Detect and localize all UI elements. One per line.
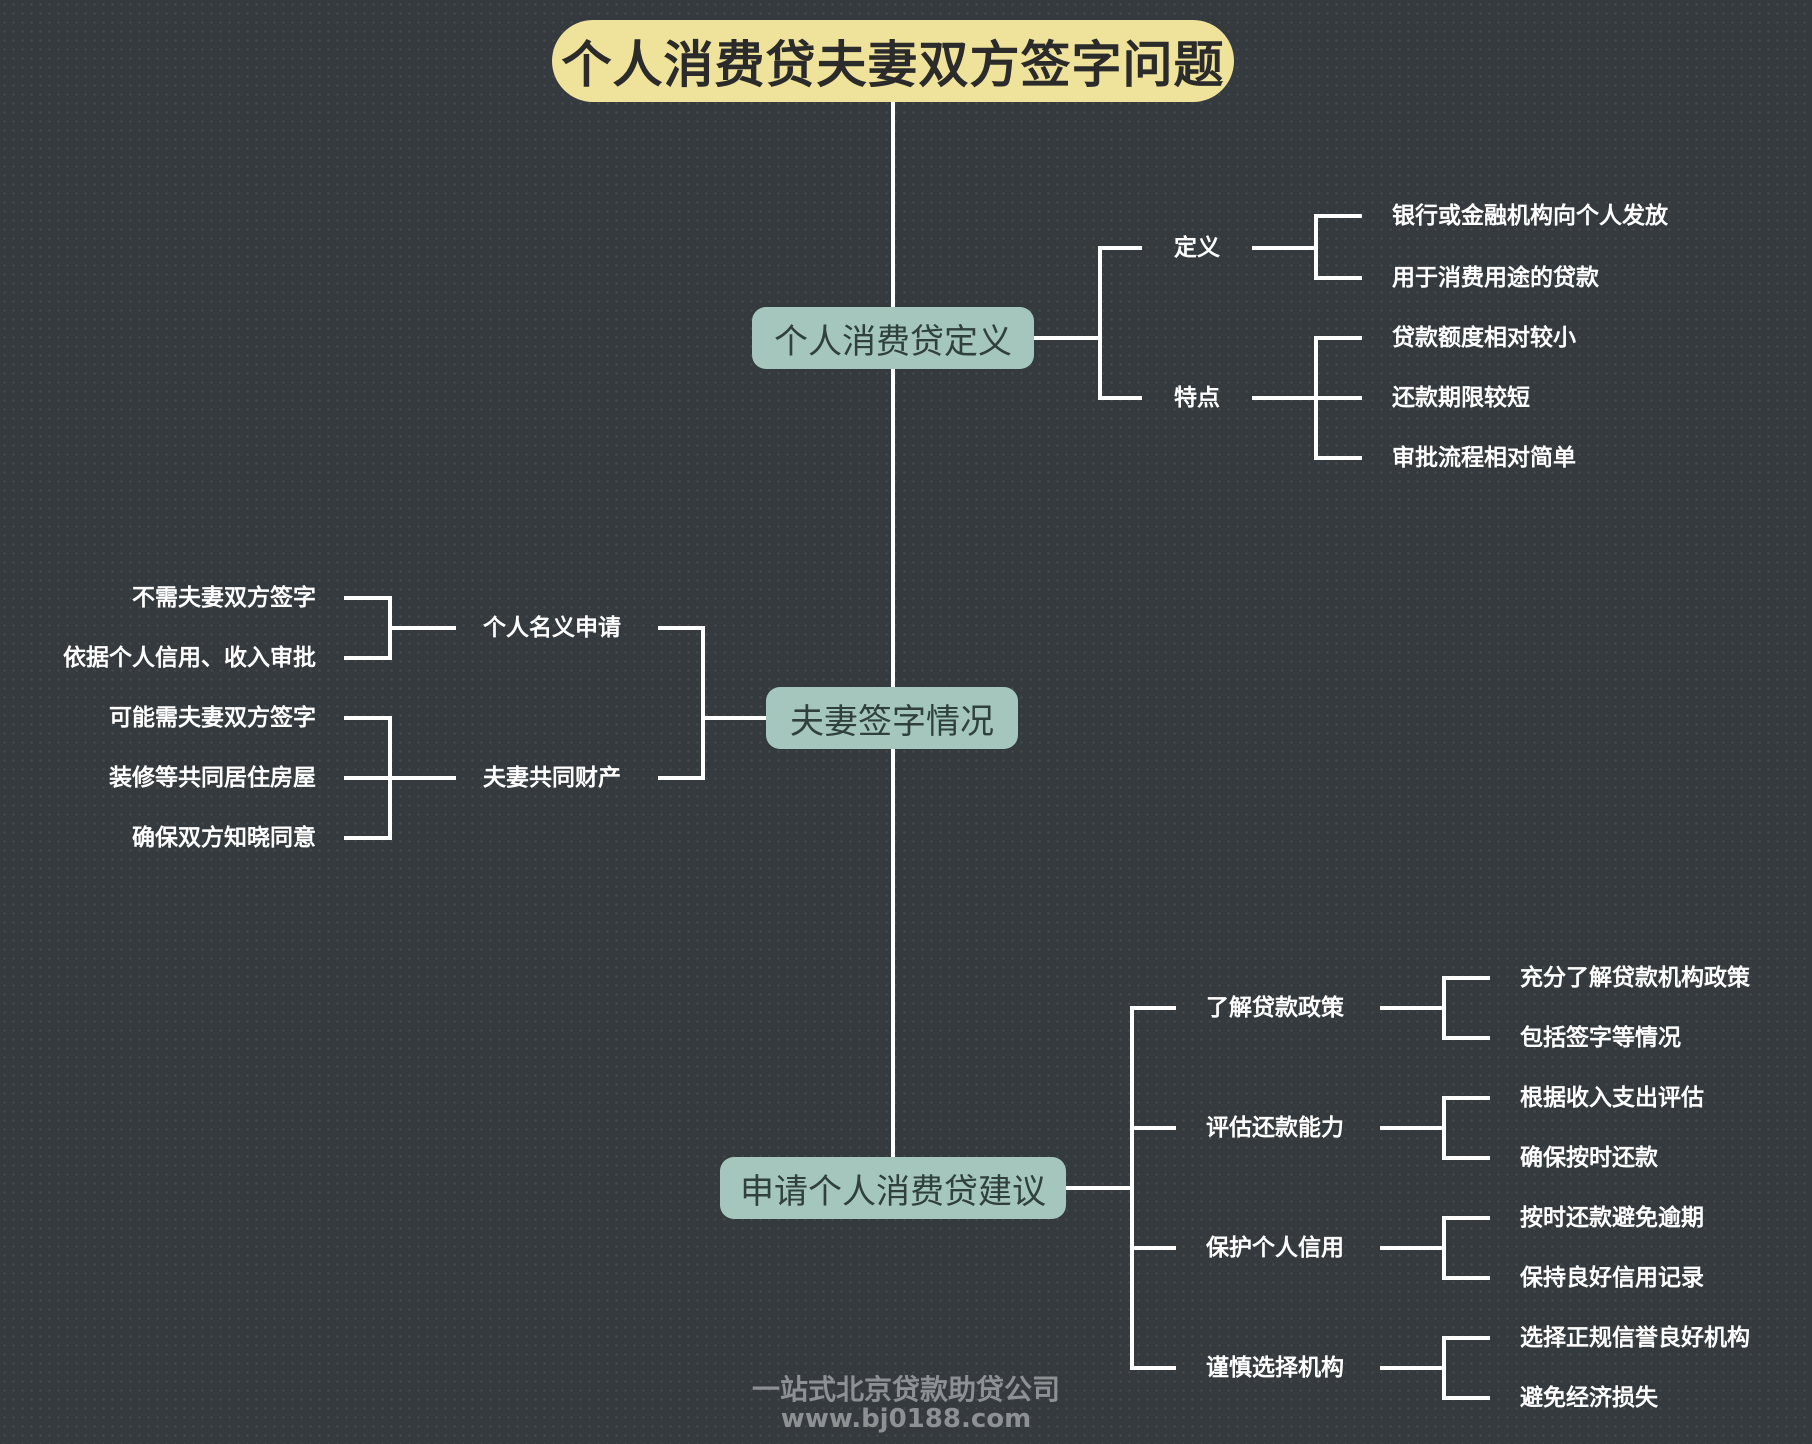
bracket-b2-c1	[344, 596, 456, 660]
leaf-item: 装修等共同居住房屋	[109, 765, 316, 791]
bracket-b3-c3	[1380, 1216, 1490, 1280]
leaf-item: 还款期限较短	[1392, 385, 1530, 411]
bracket-b2	[658, 626, 705, 780]
bracket-b1-c1	[1252, 214, 1362, 280]
main-node-spousal-signature: 夫妻签字情况	[766, 687, 1018, 749]
bracket-b1	[1098, 246, 1142, 400]
subnode-joint-property: 夫妻共同财产	[483, 765, 621, 791]
leaf-item: 可能需夫妻双方签字	[109, 705, 316, 731]
subnode-features: 特点	[1174, 385, 1220, 411]
subnode-definition: 定义	[1174, 235, 1220, 261]
bracket-b3-c4	[1380, 1336, 1490, 1400]
subnode-personal-application: 个人名义申请	[483, 615, 621, 641]
leaf-item: 用于消费用途的贷款	[1392, 265, 1599, 291]
bracket-b3-c2	[1380, 1096, 1490, 1160]
leaf-item: 按时还款避免逾期	[1520, 1205, 1704, 1231]
watermark-url: www.bj0188.com	[780, 1404, 1032, 1434]
main-node-loan-definition: 个人消费贷定义	[752, 307, 1034, 369]
bracket-b1-c2	[1252, 336, 1362, 460]
subnode-protect-credit: 保护个人信用	[1206, 1235, 1344, 1261]
leaf-item: 银行或金融机构向个人发放	[1392, 203, 1668, 229]
subnode-assess-repayment: 评估还款能力	[1206, 1115, 1344, 1141]
leaf-item: 确保按时还款	[1520, 1145, 1658, 1171]
leaf-item: 避免经济损失	[1520, 1385, 1658, 1411]
leaf-item: 不需夫妻双方签字	[132, 585, 316, 611]
leaf-item: 保持良好信用记录	[1520, 1265, 1704, 1291]
bracket-b3	[1130, 1006, 1176, 1370]
leaf-item: 审批流程相对简单	[1392, 445, 1576, 471]
leaf-item: 确保双方知晓同意	[132, 825, 316, 851]
leaf-item: 根据收入支出评估	[1520, 1085, 1704, 1111]
leaf-item: 依据个人信用、收入审批	[63, 645, 316, 671]
leaf-item: 贷款额度相对较小	[1392, 325, 1576, 351]
bracket-b2-c2	[344, 716, 456, 840]
subnode-choose-institution: 谨慎选择机构	[1206, 1355, 1344, 1381]
leaf-item: 包括签字等情况	[1520, 1025, 1681, 1051]
main-node-application-advice: 申请个人消费贷建议	[720, 1157, 1066, 1219]
leaf-item: 充分了解贷款机构政策	[1520, 965, 1750, 991]
mindmap-title: 个人消费贷夫妻双方签字问题	[552, 20, 1234, 102]
subnode-understand-policy: 了解贷款政策	[1206, 995, 1344, 1021]
leaf-item: 选择正规信誉良好机构	[1520, 1325, 1750, 1351]
bracket-b3-c1	[1380, 976, 1490, 1040]
watermark-company: 一站式北京贷款助贷公司	[751, 1373, 1060, 1406]
